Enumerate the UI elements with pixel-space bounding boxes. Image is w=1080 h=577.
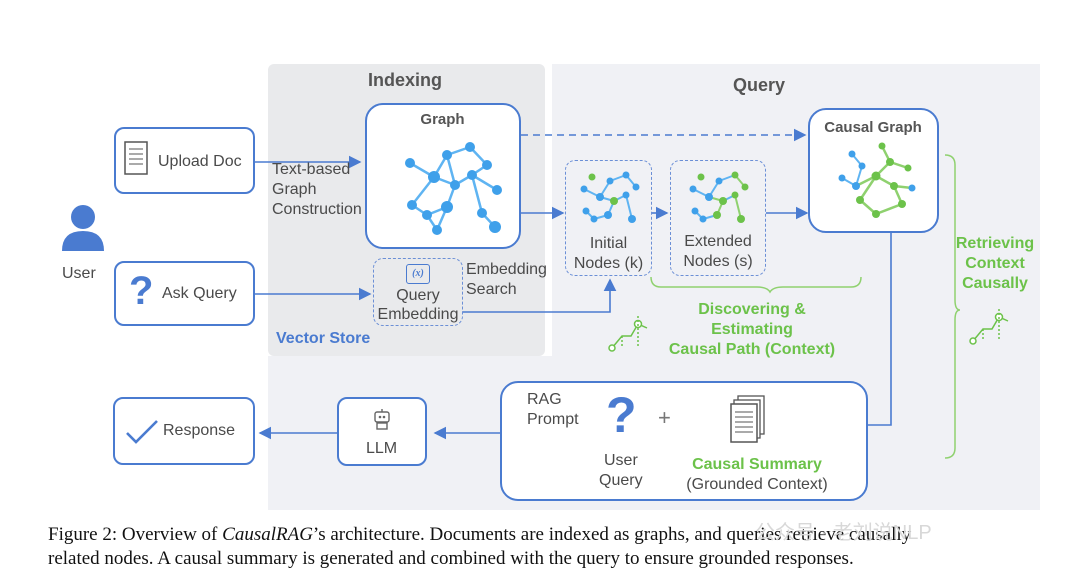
user-query-icon: ? <box>606 387 637 443</box>
watermark: 公众号 · 老刘说NLP <box>755 522 932 544</box>
question-icon: ? <box>129 269 154 313</box>
initial-nodes-box[interactable]: Initial Nodes (k) <box>565 160 652 276</box>
graph-box[interactable]: Graph <box>365 103 521 249</box>
robot-icon <box>374 409 390 430</box>
query-embedding-box[interactable]: (x) Query Embedding <box>373 258 463 326</box>
caption-name: CausalRAG <box>222 524 313 545</box>
discovering-label-3: Causal Path (Context) <box>668 341 836 358</box>
check-icon <box>126 420 158 444</box>
summary-document-icon <box>730 395 765 443</box>
subgraph-icon <box>580 171 640 223</box>
caption-prefix: Figure 2: Overview of <box>48 524 223 545</box>
rag-prompt-label-1: RAG <box>527 391 562 408</box>
rag-prompt-box[interactable]: RAG Prompt ? + User Query Causal Summary… <box>500 381 868 501</box>
initial-nodes-label-2: Nodes (k) <box>573 255 644 272</box>
initial-nodes-label-1: Initial <box>589 235 628 252</box>
grounded-context-label: (Grounded Context) <box>686 476 828 493</box>
discovering-label-2: Estimating <box>711 321 793 338</box>
user-query-label-2: Query <box>599 472 643 489</box>
document-icon <box>124 141 148 175</box>
figure-caption: Figure 2: Overview of CausalRAG’s archit… <box>48 523 1058 571</box>
upload-doc-box[interactable]: Upload Doc <box>114 127 255 194</box>
causal-path-icon-right <box>969 309 1009 345</box>
plus-sign: + <box>658 405 671 430</box>
rag-prompt-label-2: Prompt <box>527 411 579 428</box>
embedding-search-label-2: Search <box>466 281 517 298</box>
text-based-label-2: Graph <box>272 181 317 198</box>
extended-nodes-label-1: Extended <box>684 233 752 250</box>
retrieving-label-3: Causally <box>962 275 1028 292</box>
text-based-label-3: Construction <box>272 201 362 218</box>
causal-graph-icon <box>838 142 916 218</box>
user-icon <box>62 205 104 251</box>
caption-line2: related nodes. A causal summary is gener… <box>48 548 854 569</box>
extended-nodes-box[interactable]: Extended Nodes (s) <box>670 160 766 276</box>
query-embedding-label-1: Query <box>396 287 440 304</box>
embedding-search-label-1: Embedding <box>466 261 547 278</box>
knowledge-graph-icon <box>405 142 502 235</box>
retrieving-label-1: Retrieving <box>955 235 1035 252</box>
upload-doc-label: Upload Doc <box>158 153 242 170</box>
extended-subgraph-icon <box>689 171 749 223</box>
query-title: Query <box>733 75 786 95</box>
causal-summary-label: Causal Summary <box>692 456 822 473</box>
llm-label: LLM <box>365 440 398 457</box>
user-query-label-1: User <box>604 452 638 469</box>
discovering-label-1: Discovering & <box>698 301 806 318</box>
query-embedding-label-2: Embedding <box>377 306 459 323</box>
graph-title: Graph <box>420 111 465 128</box>
response-box[interactable]: Response <box>113 397 255 465</box>
indexing-title: Indexing <box>368 70 443 90</box>
vector-store-label: Vector Store <box>276 330 371 347</box>
causal-path-icon <box>608 316 648 352</box>
function-icon: (x) <box>406 264 430 284</box>
ask-query-box[interactable]: ? Ask Query <box>114 261 255 326</box>
response-label: Response <box>163 422 236 439</box>
retrieving-label-2: Context <box>965 255 1025 272</box>
extended-nodes-label-2: Nodes (s) <box>683 253 753 270</box>
caption-rest: ’s architecture. Documents are indexed a… <box>312 524 912 545</box>
causal-graph-title: Causal Graph <box>824 119 922 136</box>
text-based-label-1: Text-based <box>272 161 351 178</box>
user-label: User <box>62 265 96 282</box>
causal-graph-box[interactable]: Causal Graph <box>808 108 939 233</box>
ask-query-label: Ask Query <box>162 285 237 302</box>
llm-box[interactable]: LLM <box>337 397 427 466</box>
